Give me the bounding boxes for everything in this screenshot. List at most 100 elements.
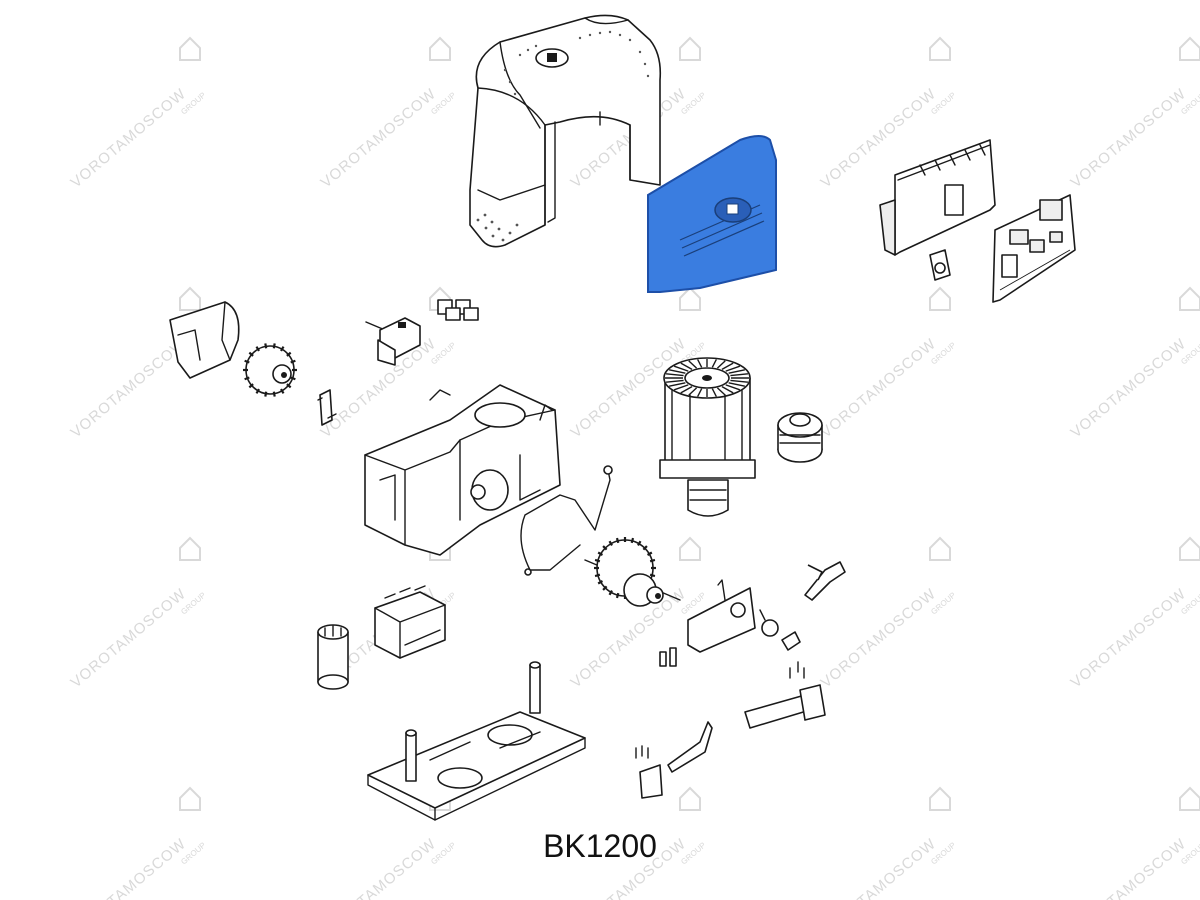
gear-tooth: [594, 558, 601, 563]
motor-fin: [716, 360, 726, 369]
motor-fin: [721, 385, 734, 394]
front-cover[interactable]: [647, 135, 777, 293]
watermark-text: VOROTAMOSCOW: [817, 835, 939, 900]
watermark-text: VOROTAMOSCOW: [67, 835, 189, 900]
gear-tooth: [244, 376, 250, 381]
release-lever[interactable]: [804, 561, 846, 601]
capacitor[interactable]: [317, 624, 349, 690]
gear-tooth: [248, 351, 254, 357]
gear-tooth: [615, 537, 620, 544]
watermark-text: VOROTAMOSCOW: [317, 85, 439, 191]
gear-tooth: [280, 388, 285, 394]
watermark-text: VOROTAMOSCOW: [67, 85, 189, 191]
drive-gear-shaft[interactable]: [584, 537, 681, 607]
watermark-logo-icon: [929, 536, 951, 561]
gear-tooth: [615, 592, 620, 599]
watermark-text: VOROTAMOSCOW: [817, 585, 939, 691]
gear-tooth: [286, 351, 292, 357]
watermark-logo-icon: [429, 36, 451, 61]
motor-fin: [721, 362, 734, 371]
motor-fin: [730, 379, 749, 383]
worm-screw[interactable]: [777, 412, 823, 463]
model-label: BK1200: [543, 828, 657, 864]
motor-fin: [665, 379, 684, 383]
pinion-gear[interactable]: [243, 343, 297, 397]
watermark-text: VOROTAMOSCOW: [1067, 85, 1189, 191]
gear-tooth: [264, 391, 268, 397]
foundation-plate[interactable]: [367, 661, 586, 821]
gear-tooth: [649, 558, 656, 563]
gear-tooth: [637, 540, 642, 547]
pinion-guard[interactable]: [169, 301, 240, 379]
motor-fin: [725, 384, 741, 391]
watermark-text: VOROTAMOSCOW: [1067, 585, 1189, 691]
limit-bracket-right[interactable]: [744, 684, 826, 729]
limit-switch-assembly[interactable]: [365, 317, 421, 366]
motor-fin: [673, 384, 689, 391]
watermark-text: VOROTAMOSCOW: [317, 835, 439, 900]
retaining-clip[interactable]: [317, 389, 337, 426]
gear-tooth: [646, 551, 653, 556]
watermark-logo-icon: [1179, 286, 1200, 311]
gear-tooth: [642, 545, 648, 551]
control-board-mount[interactable]: [879, 139, 996, 281]
watermark-logo-icon: [1179, 786, 1200, 811]
electric-motor[interactable]: [659, 357, 756, 517]
gear-tooth: [602, 545, 608, 551]
motor-fin: [688, 360, 698, 369]
gear-tooth: [649, 573, 656, 578]
gear-tooth: [286, 383, 292, 389]
motor-fin: [669, 369, 686, 374]
gear-tooth: [255, 346, 260, 352]
watermark-text: VOROTAMOSCOW: [67, 335, 189, 441]
housing-cover[interactable]: [469, 14, 662, 248]
gear-tooth: [272, 343, 276, 349]
gear-tooth: [594, 573, 601, 578]
watermark-logo-icon: [179, 786, 201, 811]
watermark-logo-icon: [929, 36, 951, 61]
gear-tooth: [608, 589, 613, 596]
pins[interactable]: [659, 647, 805, 679]
gear-tooth: [280, 346, 285, 352]
motor-fin: [728, 382, 745, 387]
gearbox-housing[interactable]: [364, 384, 561, 556]
watermark-logo-icon: [179, 36, 201, 61]
gear-tooth: [597, 580, 604, 585]
motor-fin: [716, 387, 726, 396]
motor-fin: [711, 388, 717, 397]
release-key[interactable]: [759, 609, 801, 651]
watermark-logo-icon: [679, 286, 701, 311]
motor-fin: [673, 365, 689, 372]
control-board[interactable]: [992, 194, 1076, 303]
motor-fin: [680, 362, 693, 371]
motor-fin: [730, 373, 749, 377]
motor-fin: [697, 388, 703, 397]
gear-tooth: [272, 391, 276, 397]
watermark-logo-icon: [929, 786, 951, 811]
watermark-logo-icon: [679, 36, 701, 61]
gear-tooth: [248, 383, 254, 389]
gasket[interactable]: [520, 465, 613, 576]
watermark-text: VOROTAMOSCOW: [817, 335, 939, 441]
limit-bracket-left[interactable]: [635, 721, 713, 799]
watermark-logo-icon: [179, 286, 201, 311]
transformer[interactable]: [374, 585, 446, 659]
release-housing[interactable]: [687, 579, 756, 653]
gear-tooth: [255, 388, 260, 394]
watermark-text: VOROTAMOSCOW: [1067, 835, 1189, 900]
watermark-logo-icon: [929, 286, 951, 311]
gear-tooth: [597, 551, 604, 556]
motor-fin: [697, 359, 703, 368]
terminal-blocks[interactable]: [437, 299, 479, 321]
